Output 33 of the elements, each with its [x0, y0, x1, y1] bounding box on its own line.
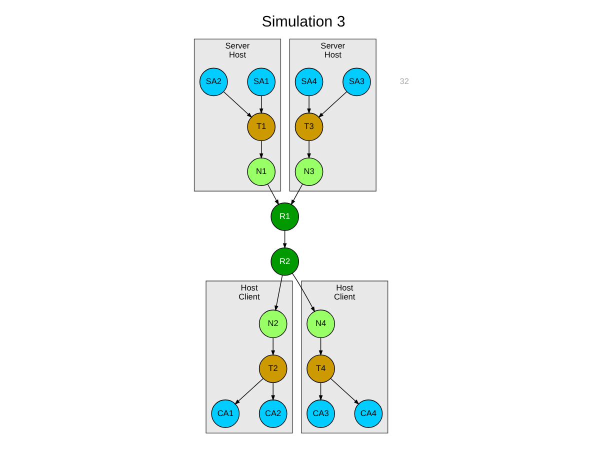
node-circle: SA1	[247, 68, 276, 96]
arrow	[259, 140, 264, 159]
arrow	[290, 184, 303, 206]
node-circle: CA3	[306, 400, 335, 428]
arrow	[234, 378, 264, 405]
arrow	[274, 275, 283, 312]
arrow	[318, 382, 323, 401]
node-circle: N3	[294, 158, 324, 186]
arrow	[282, 230, 287, 249]
node-circle: N2	[258, 310, 288, 338]
node-circle: T4	[306, 354, 335, 383]
diagram-title: Simulation 3	[262, 13, 346, 30]
arrow	[267, 184, 280, 206]
node-circle: R1	[270, 202, 299, 231]
node-circle: CA2	[258, 400, 288, 428]
node-circle: N1	[247, 158, 276, 186]
node-circle: N4	[306, 310, 335, 338]
arrow	[292, 272, 316, 312]
arrow	[271, 382, 276, 401]
node-circle: T2	[258, 354, 288, 383]
arrow	[259, 96, 264, 114]
arrow	[318, 337, 323, 356]
node-circle: R2	[270, 247, 299, 276]
arrow	[318, 91, 348, 118]
node-circle: SA4	[294, 68, 324, 96]
arrow	[223, 91, 252, 118]
arrow	[330, 378, 360, 405]
node-circle: SA2	[199, 68, 228, 96]
label: 32	[400, 76, 410, 86]
arrow	[307, 96, 311, 114]
arrow	[271, 337, 276, 356]
node-circle: SA3	[342, 68, 371, 96]
arrow	[307, 140, 311, 159]
